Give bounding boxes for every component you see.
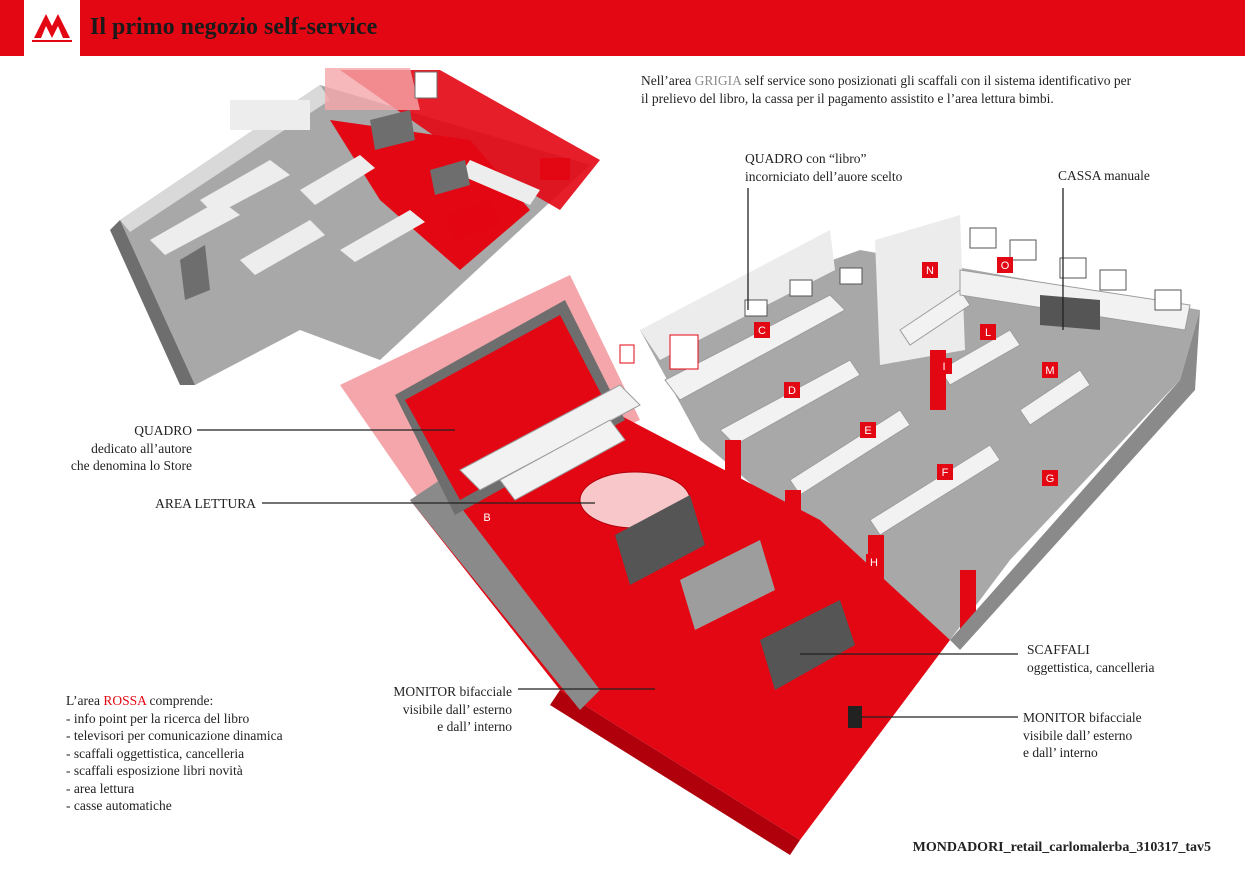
shelf-letter: H (870, 557, 878, 569)
shelf-letter: G (1046, 473, 1055, 485)
leader-lines (197, 188, 1064, 718)
shelf-badge (479, 509, 495, 525)
shelf-badge (1042, 470, 1058, 486)
label-cassa: CASSA manuale (1058, 168, 1150, 183)
list-item: - scaffali oggettistica, cancelleria (66, 745, 245, 761)
list-item: - casse automatiche (66, 798, 172, 813)
logo (24, 0, 80, 56)
main-floor-plan (340, 215, 1200, 855)
label-monitor-right: MONITOR bifacciale visibile dall’ estern… (1023, 710, 1142, 760)
intro-text: Nell’area GRIGIA self service sono posiz… (641, 72, 1131, 107)
shelf-badge (997, 257, 1013, 273)
shelf-badge (866, 554, 882, 570)
label-scaffali: SCAFFALI oggettistica, cancelleria (1027, 642, 1155, 675)
red-area-heading: L’area ROSSA comprende: (66, 693, 214, 708)
red-area-highlight: ROSSA (103, 693, 147, 708)
shelf-letter: M (1045, 365, 1054, 377)
list-item: - area lettura (66, 780, 135, 796)
header-bar (0, 0, 1245, 56)
intro-line-1: Nell’area GRIGIA self service sono posiz… (641, 73, 1132, 88)
grey-area-highlight: GRIGIA (694, 73, 742, 88)
shelf-letter: E (864, 425, 871, 437)
mondadori-m-logo-icon (32, 14, 72, 42)
shelf-letter: D (788, 385, 796, 397)
shelf-badge (936, 358, 952, 374)
list-item: - televisori per comunicazione dinamica (66, 728, 283, 743)
shelf-letter: I (942, 361, 945, 373)
shelf-letter: B (483, 512, 490, 524)
page-title: Il primo negozio self-service (90, 14, 378, 40)
shelf-badge (754, 322, 770, 338)
red-area-list: - info point per la ricerca del libro - … (66, 710, 283, 815)
shelf-badge (860, 422, 876, 438)
shelf-letter: N (926, 265, 934, 277)
intro-line-2: il prelievo del libro, la cassa per il p… (641, 90, 1054, 106)
shelf-letter: O (1001, 260, 1010, 272)
shelf-letter: C (758, 325, 766, 337)
list-item: - scaffali esposizione libri novità (66, 763, 243, 778)
label-area-lettura: AREA LETTURA (155, 496, 256, 511)
label-quadro-autore: QUADRO dedicato all’autore che denomina … (70, 423, 192, 473)
shelf-letter: L (985, 327, 991, 339)
label-monitor-left: MONITOR bifacciale visibile dall’ estern… (393, 684, 512, 734)
document-code: MONDADORI_retail_carlomalerba_310317_tav… (912, 840, 1211, 855)
shelf-badge (784, 382, 800, 398)
red-area-description: L’area ROSSA comprende: - info point per… (66, 692, 283, 815)
shelf-badge (937, 464, 953, 480)
list-item: - info point per la ricerca del libro (66, 710, 250, 726)
shelf-badge (1042, 362, 1058, 378)
upper-floor-plan (110, 68, 600, 385)
label-quadro-libro: QUADRO con “libro” incorniciato dell’auo… (745, 151, 903, 184)
shelf-badge (980, 324, 996, 340)
shelf-letter: F (942, 467, 949, 479)
shelf-badge (922, 262, 938, 278)
